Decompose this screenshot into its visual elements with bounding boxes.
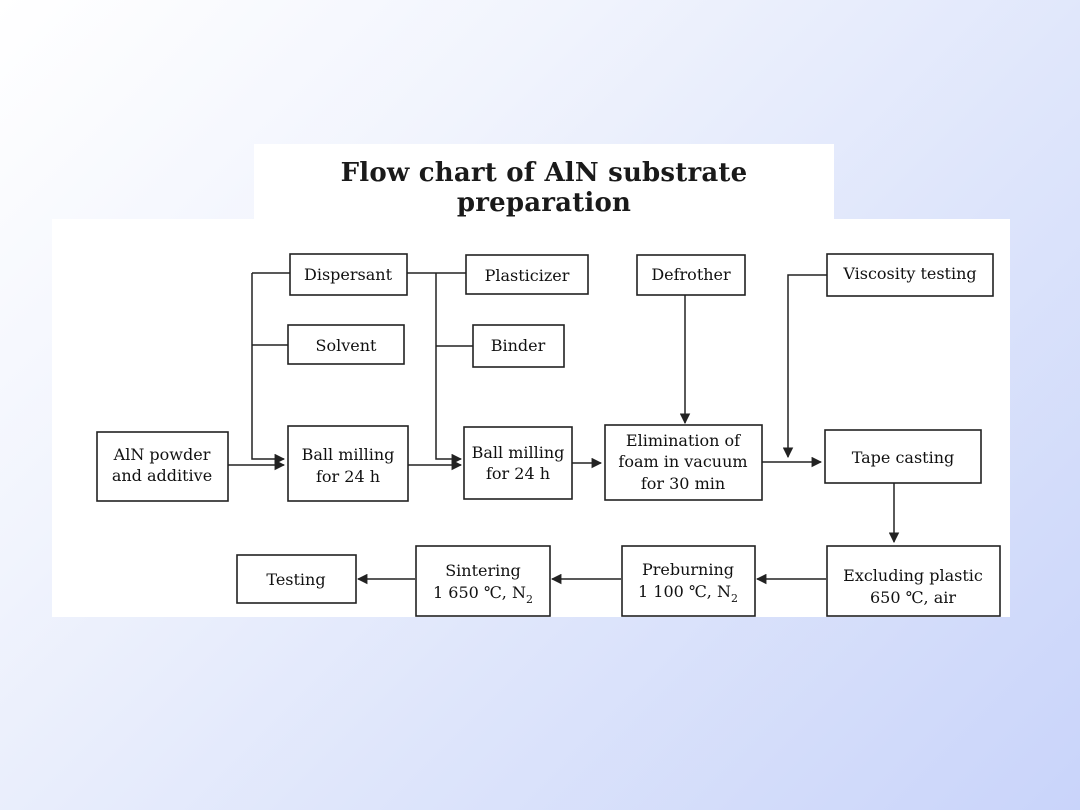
title-panel: Flow chart of AlN substrate preparation (254, 144, 834, 224)
diagram-panel: Dispersant Solvent Plasticizer Binder De… (52, 219, 1010, 617)
node-ball1-label-1: Ball milling (302, 445, 395, 464)
node-ball2-label-2: for 24 h (486, 464, 550, 483)
node-aln-label-2: and additive (112, 466, 212, 485)
node-sint-label-2: 1 650 ℃, N2 (433, 583, 533, 606)
node-dispersant-label: Dispersant (304, 265, 393, 284)
node-sint-subscript: 2 (526, 593, 533, 606)
node-elimination-of-foam: Elimination of foam in vacuum for 30 min (604, 424, 763, 501)
node-aln-label-1: AlN powder (113, 445, 211, 464)
node-preb-temp: 1 100 ℃, N (638, 582, 731, 601)
node-viscosity-label: Viscosity testing (842, 264, 976, 283)
node-aln-powder: AlN powder and additive (96, 431, 229, 502)
node-sint-temp: 1 650 ℃, N (433, 583, 526, 602)
node-ball1-label-2: for 24 h (316, 467, 380, 486)
node-ball-milling-1: Ball milling for 24 h (287, 425, 409, 502)
node-elim-label-2: foam in vacuum (618, 452, 747, 471)
node-testing: Testing (236, 554, 357, 604)
diagram-title: Flow chart of AlN substrate preparation (340, 158, 748, 218)
node-dispersant: Dispersant (289, 253, 408, 296)
arrow-viscosity-to-tape (782, 274, 827, 459)
node-solvent-label: Solvent (316, 336, 378, 355)
node-excl-label-1: Excluding plastic (843, 566, 983, 585)
node-preburning: Preburning 1 100 ℃, N2 (621, 545, 756, 617)
node-sintering: Sintering 1 650 ℃, N2 (415, 545, 551, 617)
node-binder: Binder (472, 324, 565, 368)
node-tape-casting: Tape casting (824, 429, 982, 484)
node-ball2-label-1: Ball milling (472, 443, 565, 462)
node-sint-label-1: Sintering (445, 561, 521, 580)
flowchart: Dispersant Solvent Plasticizer Binder De… (96, 253, 1001, 617)
node-solvent: Solvent (287, 324, 405, 365)
node-defrother-label: Defrother (651, 265, 731, 284)
node-excluding-plastic: Excluding plastic 650 ℃, air (826, 545, 1001, 617)
node-ball-milling-2: Ball milling for 24 h (463, 426, 573, 500)
node-testing-label: Testing (266, 570, 325, 589)
connectors (228, 272, 900, 585)
node-tape-label: Tape casting (852, 448, 955, 467)
node-binder-label: Binder (491, 336, 546, 355)
node-preb-label-1: Preburning (642, 560, 734, 579)
node-plasticizer-label: Plasticizer (485, 266, 570, 285)
node-preb-subscript: 2 (731, 592, 738, 605)
node-excl-label-2: 650 ℃, air (870, 588, 956, 607)
node-elim-label-3: for 30 min (641, 474, 725, 493)
node-plasticizer: Plasticizer (465, 254, 589, 295)
node-defrother: Defrother (636, 254, 746, 296)
connector-feed2-vertical (435, 273, 463, 465)
node-viscosity-testing: Viscosity testing (826, 253, 994, 297)
node-preb-label-2: 1 100 ℃, N2 (638, 582, 738, 605)
connector-feed1-vertical (251, 273, 286, 465)
node-elim-label-1: Elimination of (626, 431, 741, 450)
